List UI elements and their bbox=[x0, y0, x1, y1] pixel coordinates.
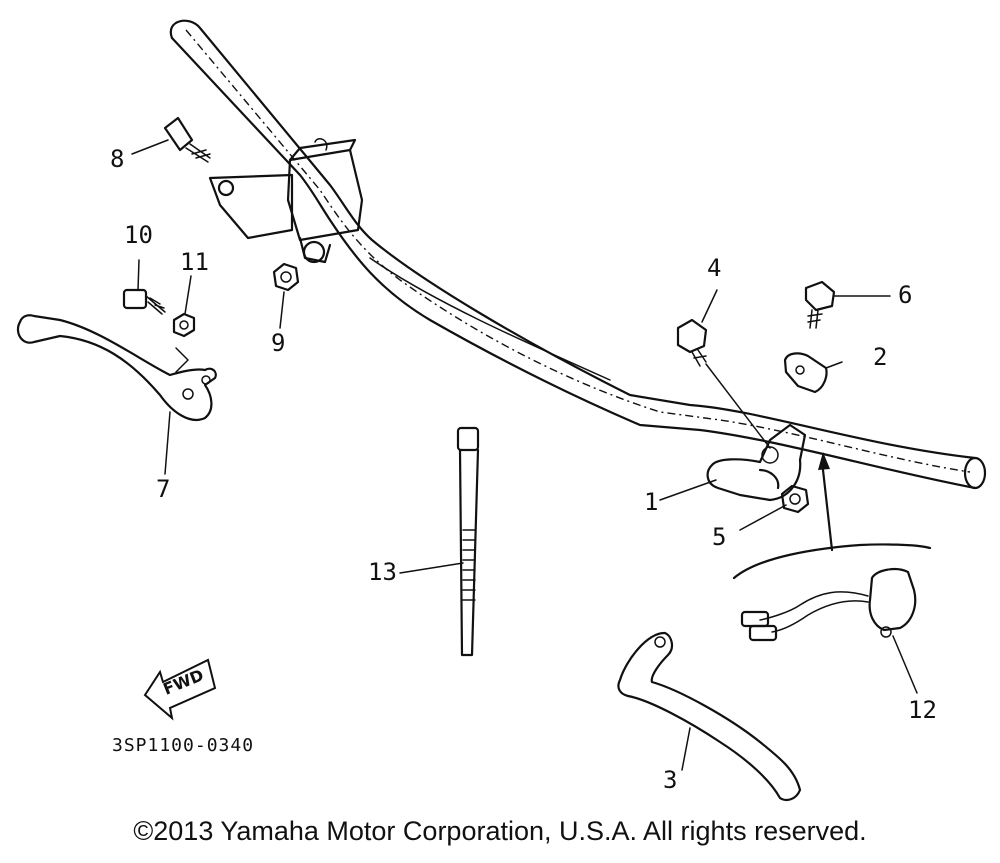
callout-12: 12 bbox=[908, 696, 937, 724]
callout-2: 2 bbox=[873, 343, 887, 371]
callout-9: 9 bbox=[271, 329, 285, 357]
fwd-arrow: FWD bbox=[143, 658, 217, 721]
callout-10: 10 bbox=[124, 221, 153, 249]
clamp-2 bbox=[783, 352, 828, 394]
copyright-notice: ©2013 Yamaha Motor Corporation, U.S.A. A… bbox=[133, 816, 867, 846]
nut-9 bbox=[272, 262, 300, 292]
callout-4: 4 bbox=[707, 254, 721, 282]
diagram-code: 3SP1100-0340 bbox=[112, 735, 254, 756]
handlebar bbox=[169, 19, 987, 490]
detail-indicator bbox=[732, 452, 932, 580]
bolt-4 bbox=[676, 318, 771, 449]
switch-12 bbox=[740, 568, 917, 642]
bolt-10 bbox=[122, 288, 166, 315]
callout-labels: 1 2 3 4 5 6 7 8 9 10 11 12 13 bbox=[110, 145, 937, 794]
nut-11 bbox=[172, 312, 196, 338]
callout-3: 3 bbox=[663, 766, 677, 794]
leader-lines bbox=[131, 139, 918, 771]
callout-1: 1 bbox=[644, 488, 658, 516]
bolt-6 bbox=[804, 280, 836, 329]
master-cylinder bbox=[208, 138, 364, 264]
clutch-lever-3 bbox=[617, 631, 802, 801]
callout-7: 7 bbox=[156, 475, 170, 503]
lever-holder-1 bbox=[706, 423, 807, 502]
callout-6: 6 bbox=[898, 281, 912, 309]
callout-5: 5 bbox=[712, 523, 726, 551]
cable-tie-13 bbox=[456, 426, 480, 657]
callout-11: 11 bbox=[180, 248, 209, 276]
callout-8: 8 bbox=[110, 145, 124, 173]
brake-lever-7 bbox=[16, 314, 217, 421]
nut-5 bbox=[780, 484, 810, 514]
callout-13: 13 bbox=[368, 558, 397, 586]
bolt-8 bbox=[163, 116, 211, 163]
